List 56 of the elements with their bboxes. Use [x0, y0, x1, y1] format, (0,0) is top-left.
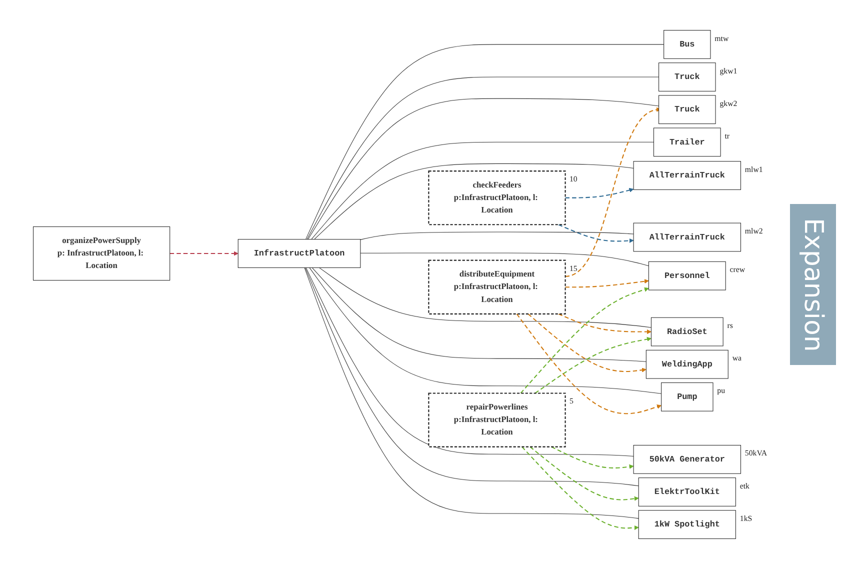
node-box: 50kVA Generator — [632, 444, 740, 474]
node-box: Truck — [658, 95, 716, 124]
node-box: Trailer — [652, 128, 720, 157]
arrow — [169, 251, 238, 256]
node-box: organizePowerSupply p: InfrastructPlatoon, l: Location — [32, 226, 170, 281]
node-box: Truck — [658, 62, 716, 92]
arrow — [558, 224, 634, 243]
connector — [308, 267, 662, 394]
side-label: mlw2 — [744, 226, 762, 236]
side-label: gkw1 — [719, 66, 737, 76]
connector — [360, 252, 648, 266]
node-box: repairPowerlines p:InfrastructPlatoon, l: Location — [428, 392, 566, 448]
node-box: ElektrToolKit — [638, 478, 736, 506]
side-label: rs — [726, 321, 732, 330]
node-box: AllTerrainTruck — [632, 161, 740, 190]
node-box: AllTerrainTruck — [632, 222, 740, 252]
connector — [304, 44, 664, 240]
arrow — [534, 336, 651, 394]
side-label: mlw1 — [744, 164, 762, 174]
side-label: 10 — [568, 174, 577, 184]
connector — [318, 267, 651, 328]
arrow — [527, 314, 646, 372]
side-label: mtw — [714, 34, 728, 43]
side-label: etk — [739, 481, 749, 490]
arrow — [550, 446, 634, 469]
side-label: crew — [729, 265, 745, 274]
node-box: InfrastructPlatoon — [237, 239, 360, 268]
node-box: WeldingApp — [645, 350, 728, 379]
arrow — [516, 314, 662, 414]
arrow — [521, 446, 638, 530]
connector — [360, 232, 634, 240]
side-label: 1kS — [739, 514, 752, 523]
node-box: Personnel — [648, 261, 726, 290]
connector — [310, 142, 654, 240]
node-box: Pump — [660, 382, 713, 412]
arrow — [564, 188, 634, 198]
node-box: RadioSet — [650, 317, 723, 346]
arrow — [564, 279, 648, 288]
side-label: 15 — [568, 264, 577, 273]
side-label: gkw2 — [719, 98, 737, 108]
node-box: Bus — [663, 30, 710, 59]
connector — [311, 267, 646, 362]
expansion-arrow-label: Expansion — [790, 204, 836, 366]
side-label: tr — [724, 131, 730, 140]
side-label: 5 — [568, 396, 573, 406]
node-box: distributeEquipment p:InfrastructPlatoon, l: Location — [428, 260, 566, 314]
arrow — [529, 446, 638, 501]
node-box: 1kW Spotlight — [638, 510, 736, 539]
node-box: checkFeeders p:InfrastructPlatoon, l: Location — [428, 170, 566, 226]
arrow — [520, 287, 648, 394]
side-label: wa — [732, 354, 741, 363]
connector — [305, 267, 634, 456]
connector — [314, 163, 634, 240]
side-label: 50kVA — [744, 448, 766, 458]
arrow — [558, 313, 651, 334]
side-label: pu — [716, 386, 725, 396]
